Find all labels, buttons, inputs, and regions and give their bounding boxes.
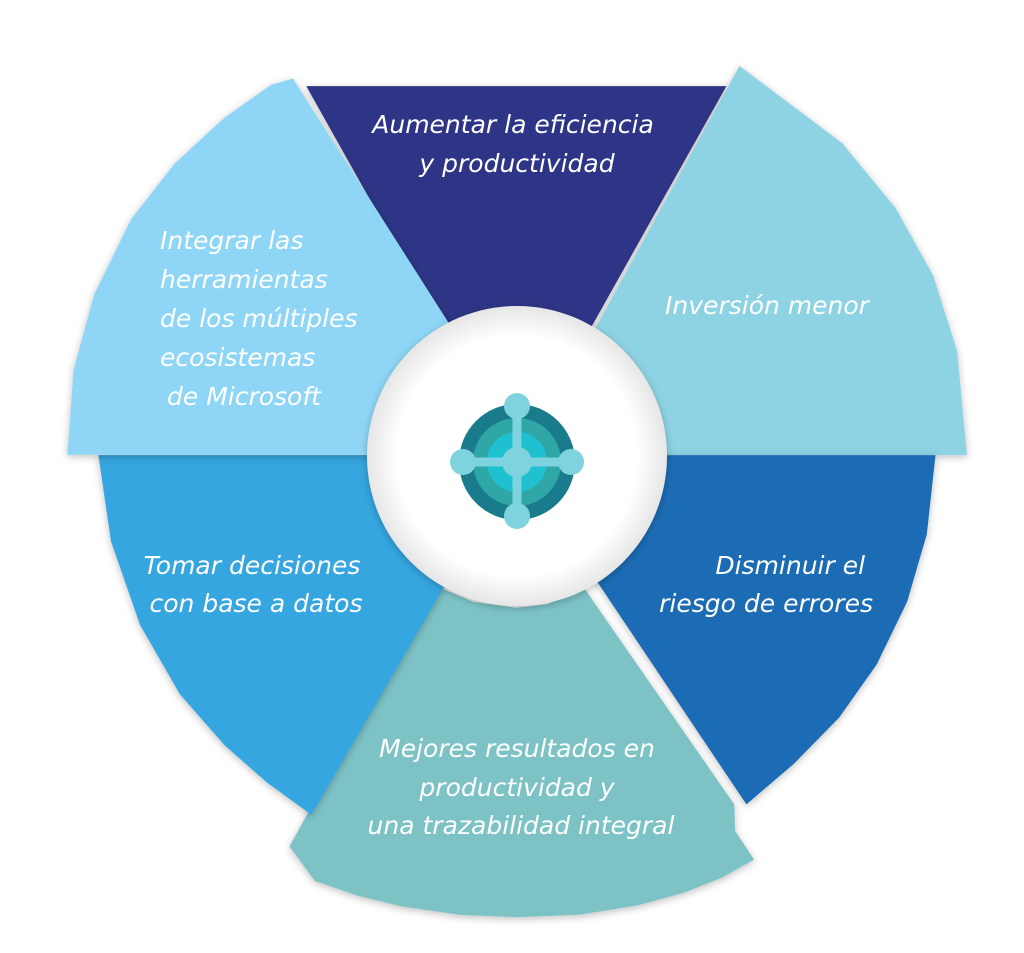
icon-node-top [504,393,530,419]
icon-node-bottom [504,503,530,529]
segment-upper-right [592,65,967,456]
segments-layer [67,65,967,918]
labels-layer: Aumentar la eficiencia y productividad I… [144,110,873,840]
segment-label-upper-left: Integrar las herramientas de los múltipl… [160,226,365,411]
segment-label-lower-right: Disminuir el riesgo de errores [659,551,873,618]
icon-node-center [502,447,532,477]
segment-lower-right [583,455,936,805]
segment-bottom [289,585,755,918]
segment-label-top: Aumentar la eficiencia y productividad [370,110,662,178]
segment-label-upper-right: Inversión menor [665,291,871,320]
segment-label-bottom: Mejores resultados en productividad y un… [368,734,675,840]
segment-label-lower-left: Tomar decisiones con base a datos [144,551,369,618]
dynamics-365-business-central-icon [450,393,584,529]
icon-node-left [450,449,476,475]
segment-lower-left [98,455,451,815]
segment-upper-left [67,78,451,455]
icon-node-right [558,449,584,475]
